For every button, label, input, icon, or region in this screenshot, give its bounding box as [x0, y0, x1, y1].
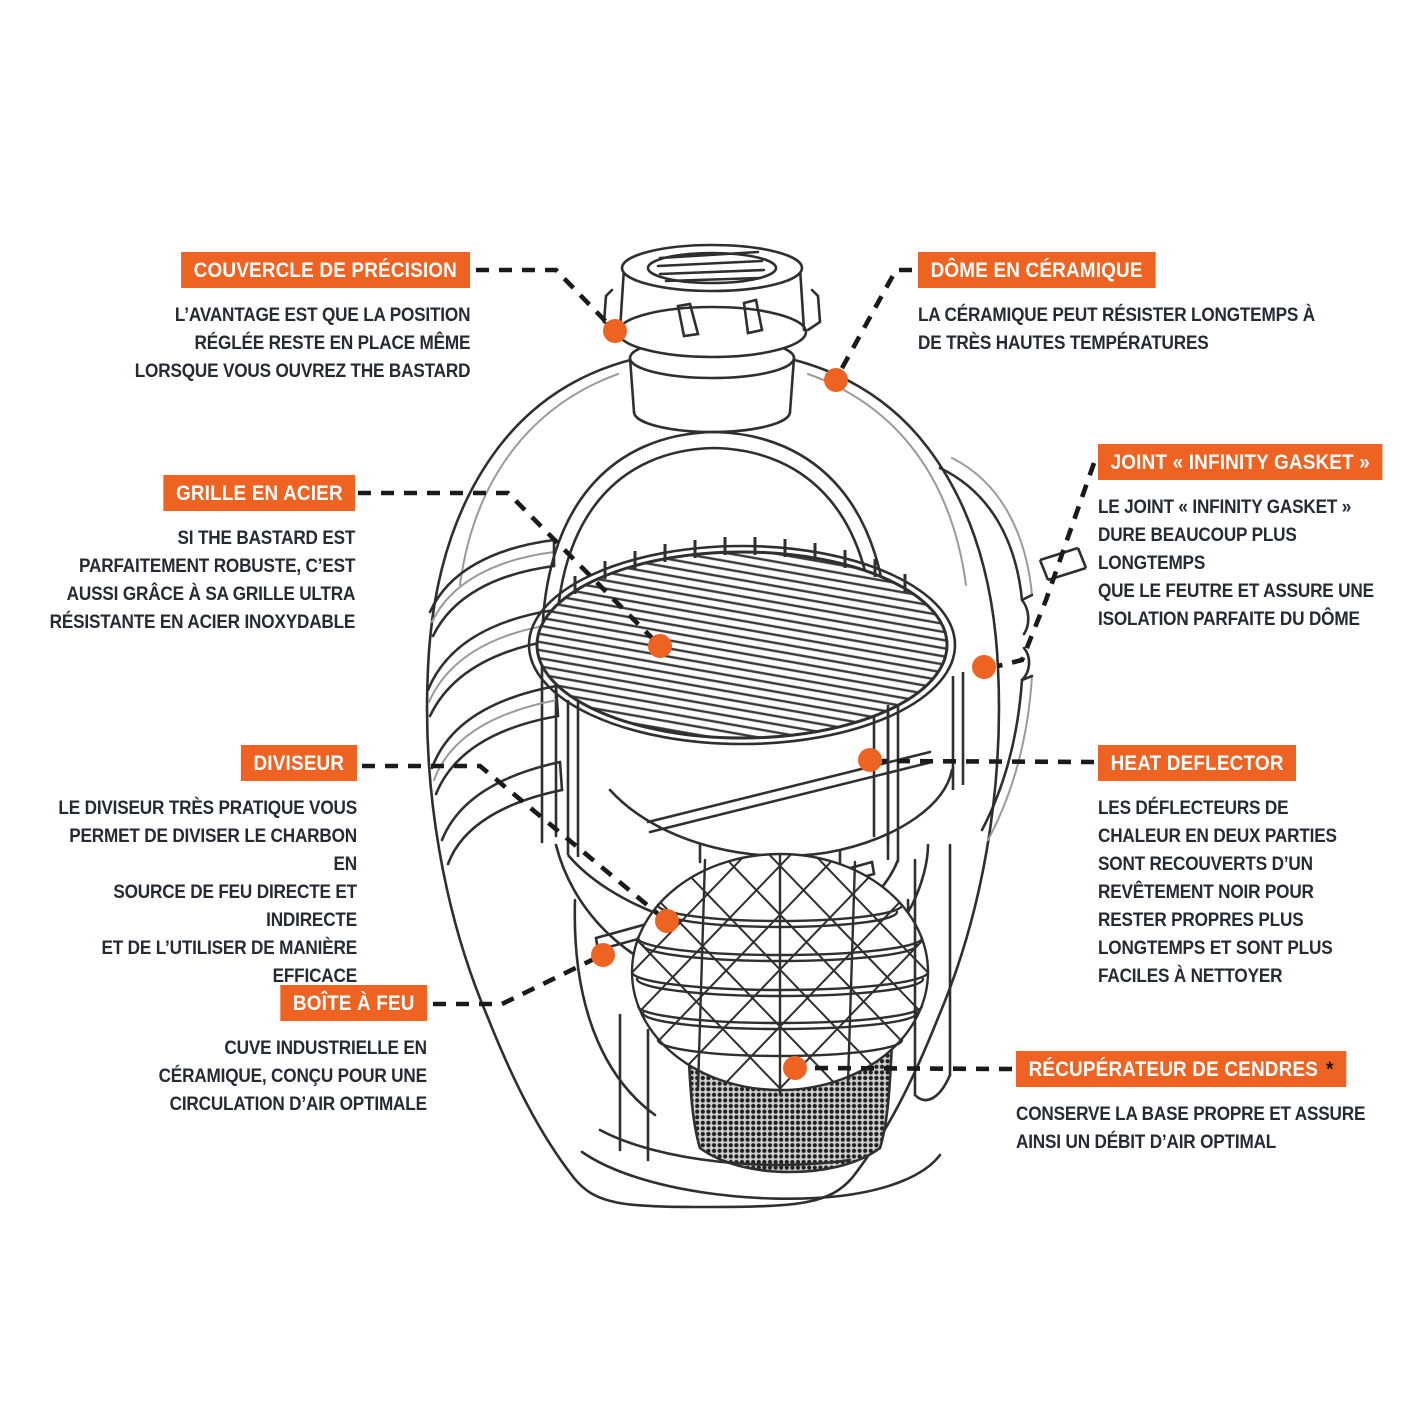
grate-back-fence: [573, 537, 907, 594]
leader-recuperateur: [805, 1065, 1013, 1072]
callout-diviseur-tag: DIVISEUR: [241, 745, 357, 781]
callout-recuperateur-description: CONSERVE LA BASE PROPRE ET ASSURE AINSI …: [1016, 1103, 1366, 1153]
callout-heat-deflector-tag: HEAT DEFLECTOR: [1098, 745, 1297, 781]
dot-dome: [824, 368, 848, 392]
callout-dome: DÔME EN CÉRAMIQUE LA CÉRAMIQUE PEUT RÉSI…: [918, 252, 1369, 357]
callout-couvercle: COUVERCLE DE PRÉCISION L’AVANTAGE EST QU…: [89, 252, 470, 385]
callout-couvercle-title: COUVERCLE DE PRÉCISION: [194, 259, 458, 282]
dot-boite-a-feu: [591, 943, 615, 967]
grate-handle: [1038, 546, 1088, 582]
callout-joint-title: JOINT « INFINITY GASKET »: [1110, 451, 1370, 474]
leader-diviseur: [362, 763, 666, 921]
charcoal-basket: [630, 852, 930, 1097]
callout-dome-tag: DÔME EN CÉRAMIQUE: [918, 252, 1156, 288]
steel-grate: [527, 537, 1088, 937]
callout-heat-deflector-description: LES DÉFLECTEURS DE CHALEUR EN DEUX PARTI…: [1098, 797, 1337, 987]
callout-heat-deflector: HEAT DEFLECTOR LES DÉFLECTEURS DE CHALEU…: [1098, 745, 1369, 990]
connection-dots: [591, 319, 996, 1080]
dot-recuperateur: [783, 1056, 807, 1080]
callout-boite-a-feu-description: CUVE INDUSTRIELLE EN CÉRAMIQUE, CONÇU PO…: [158, 1037, 427, 1115]
heat-deflector-plate: [608, 750, 954, 868]
callout-recuperateur-tag: RÉCUPÉRATEUR DE CENDRES *: [1016, 1051, 1347, 1087]
dot-joint: [972, 655, 996, 679]
callout-diviseur-title: DIVISEUR: [253, 752, 345, 775]
precision-lid: [602, 243, 822, 434]
leader-boite-a-feu: [433, 953, 602, 1007]
callout-recuperateur: RÉCUPÉRATEUR DE CENDRES * CONSERVE LA BAS…: [1016, 1051, 1413, 1156]
base-stand: [580, 843, 952, 1200]
leader-couvercle: [476, 267, 616, 332]
callout-grille-description: SI THE BASTARD EST PARFAITEMENT ROBUSTE,…: [49, 527, 355, 633]
callout-boite-a-feu-title: BOÎTE À FEU: [292, 992, 415, 1015]
callout-dome-description: LA CÉRAMIQUE PEUT RÉSISTER LONGTEMPS À D…: [918, 304, 1315, 354]
leader-grille: [358, 490, 660, 646]
callout-couvercle-tag: COUVERCLE DE PRÉCISION: [181, 252, 470, 288]
leader-heat-deflector: [881, 758, 1095, 765]
callout-dome-title: DÔME EN CÉRAMIQUE: [930, 259, 1143, 282]
dot-heat-deflector: [858, 748, 882, 772]
callout-diviseur: DIVISEUR LE DIVISEUR TRÈS PRATIQUE VOUS …: [0, 745, 357, 990]
callout-diviseur-description: LE DIVISEUR TRÈS PRATIQUE VOUS PERMET DE…: [58, 797, 357, 987]
leader-lines: [358, 267, 1097, 1072]
callout-grille: GRILLE EN ACIER SI THE BASTARD EST PARFA…: [8, 475, 355, 636]
leader-joint: [997, 462, 1097, 669]
callout-joint-description: LE JOINT « INFINITY GASKET » DURE BEAUCO…: [1098, 496, 1374, 630]
callout-boite-a-feu: BOÎTE À FEU CUVE INDUSTRIELLE EN CÉRAMIQ…: [122, 985, 427, 1118]
callout-grille-title: GRILLE EN ACIER: [175, 482, 343, 505]
callout-grille-tag: GRILLE EN ACIER: [162, 475, 355, 511]
callout-recuperateur-asterisk: *: [1326, 1058, 1334, 1081]
dot-grille: [648, 634, 672, 658]
dot-diviseur: [655, 909, 679, 933]
callout-boite-a-feu-tag: BOÎTE À FEU: [280, 985, 427, 1021]
callout-heat-deflector-title: HEAT DEFLECTOR: [1110, 752, 1284, 775]
callout-joint: JOINT « INFINITY GASKET » LE JOINT « INF…: [1098, 444, 1422, 633]
dot-couvercle: [603, 319, 627, 343]
callout-joint-tag: JOINT « INFINITY GASKET »: [1098, 444, 1383, 480]
callout-recuperateur-title: RÉCUPÉRATEUR DE CENDRES: [1028, 1058, 1319, 1081]
leader-dome: [833, 267, 912, 381]
callout-couvercle-description: L’AVANTAGE EST QUE LA POSITION RÉGLÉE RE…: [134, 304, 470, 382]
